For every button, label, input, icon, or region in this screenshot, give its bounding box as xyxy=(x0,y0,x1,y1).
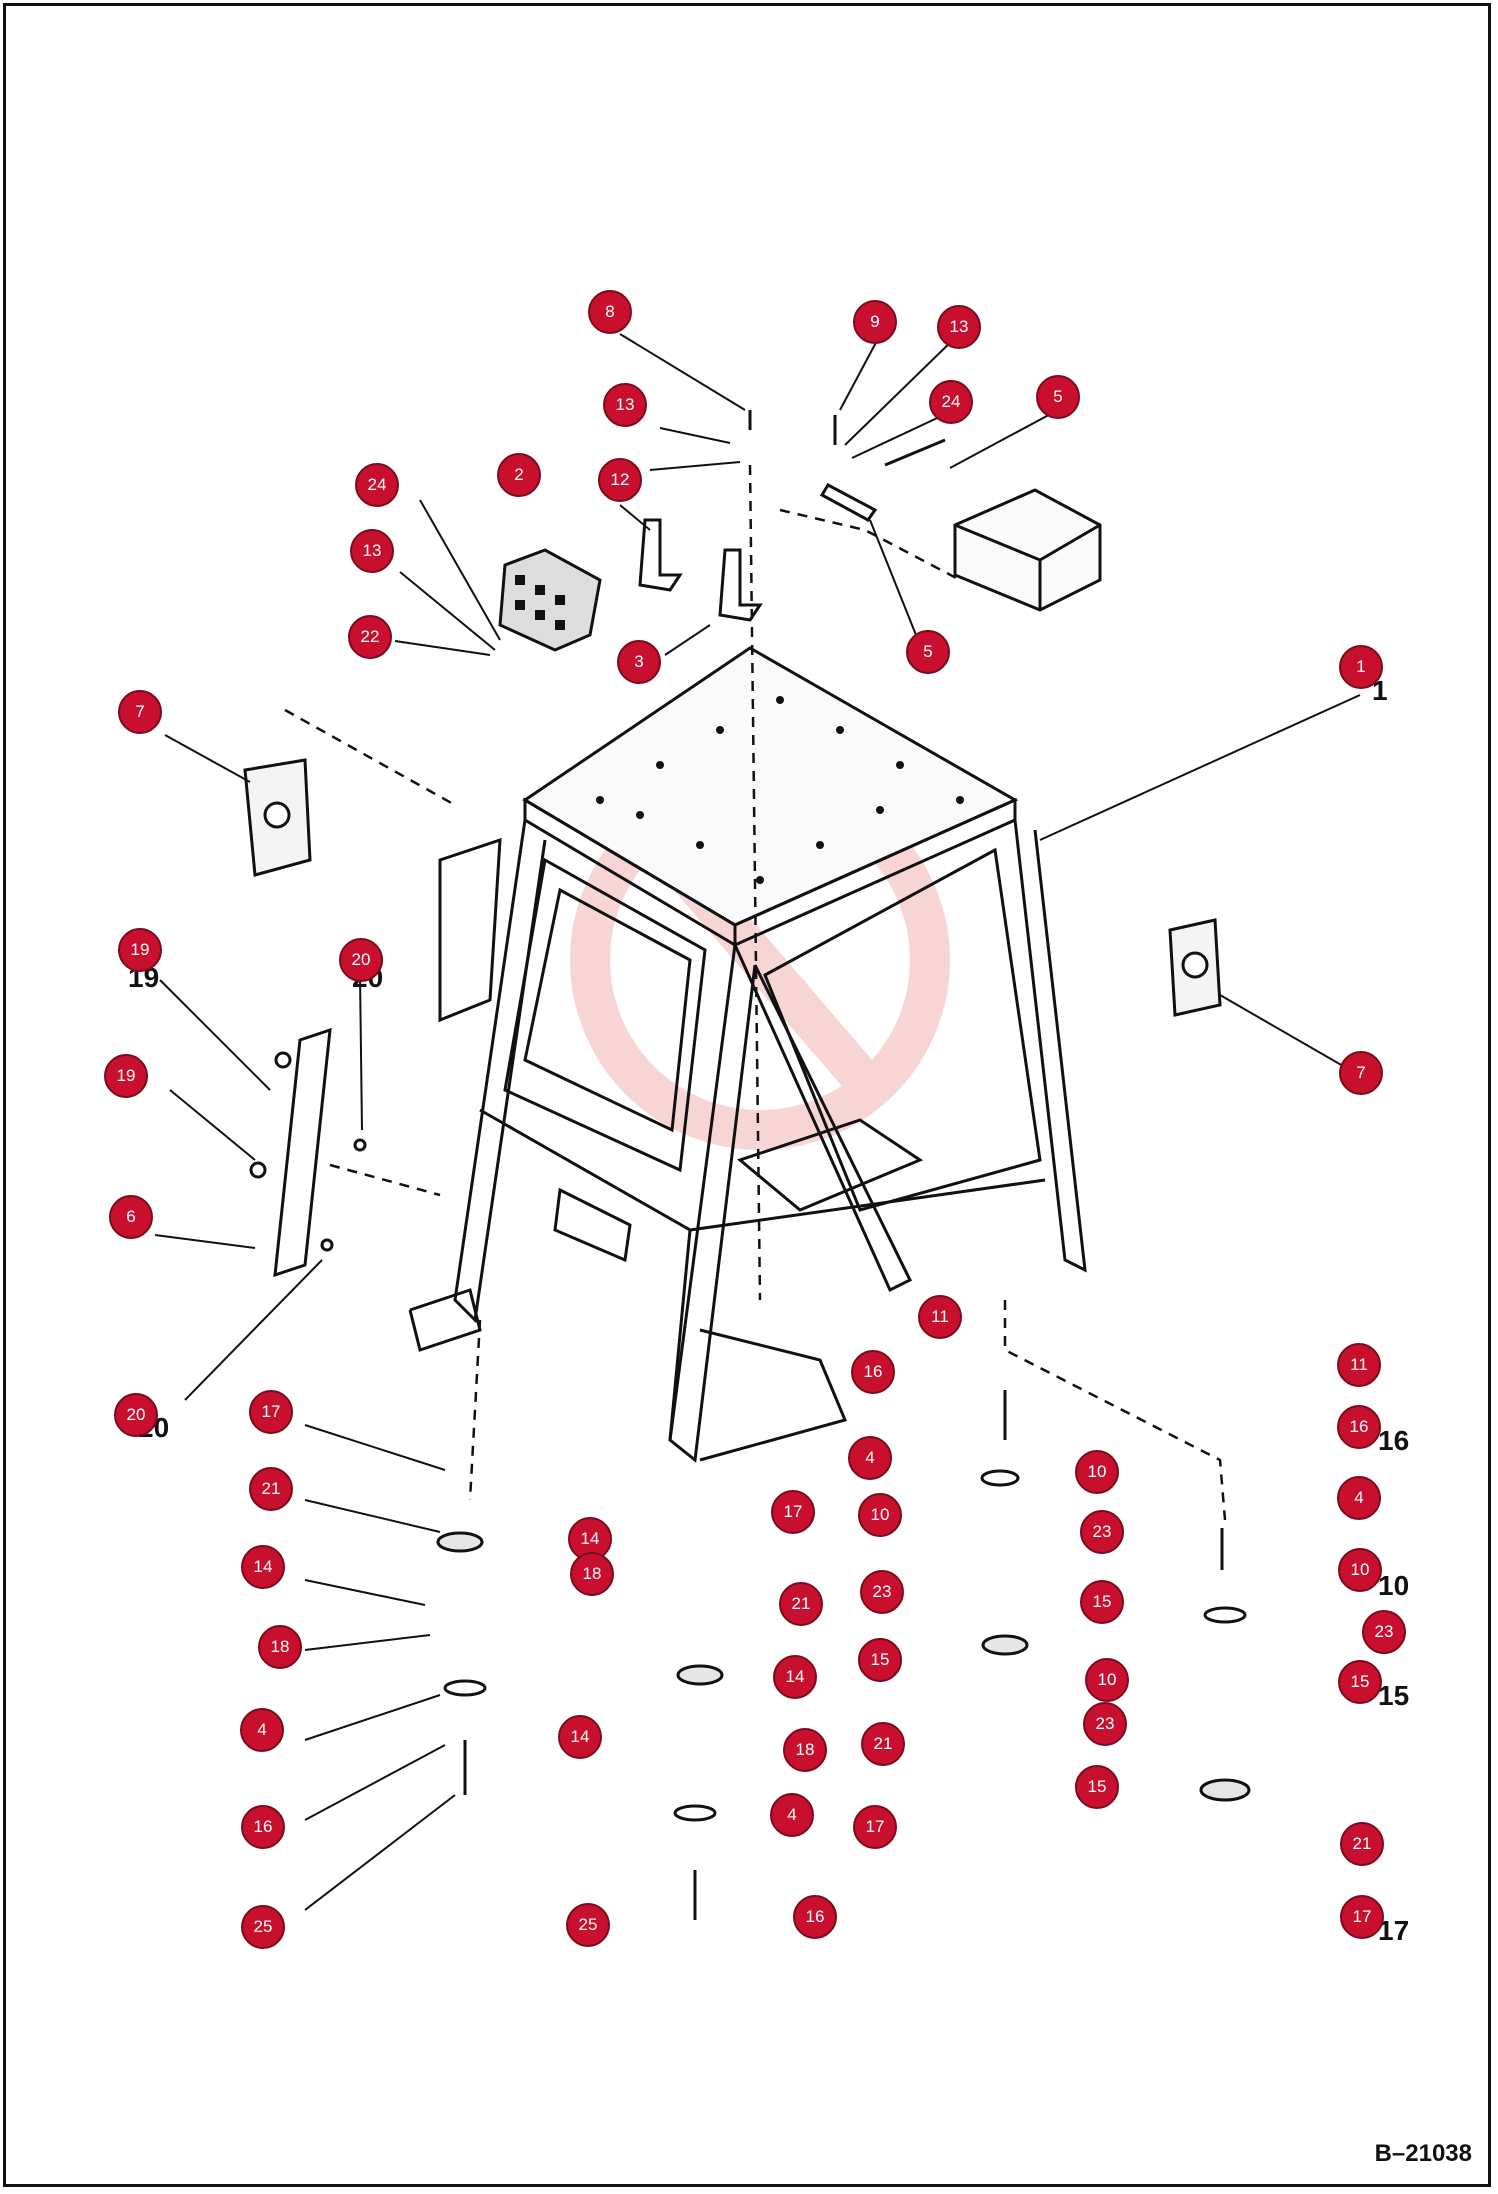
callout-17[interactable]: 17 xyxy=(771,1490,815,1534)
bolts xyxy=(463,410,1224,1920)
callout-17[interactable]: 17 xyxy=(1340,1895,1384,1939)
callout-15[interactable]: 15 xyxy=(1075,1765,1119,1809)
callout-13[interactable]: 13 xyxy=(603,383,647,427)
isolator-mounts xyxy=(436,1469,1251,1822)
dashed-guides xyxy=(284,464,1227,1521)
brackets xyxy=(638,438,946,622)
callout-4[interactable]: 4 xyxy=(240,1708,284,1752)
callout-10[interactable]: 10 xyxy=(858,1493,902,1537)
callout-17[interactable]: 17 xyxy=(853,1805,897,1849)
printed-number: 15 xyxy=(1378,1680,1410,1711)
callout-14[interactable]: 14 xyxy=(773,1655,817,1699)
callout-20[interactable]: 20 xyxy=(114,1393,158,1437)
callout-24[interactable]: 24 xyxy=(929,380,973,424)
callout-23[interactable]: 23 xyxy=(1083,1702,1127,1746)
callout-4[interactable]: 4 xyxy=(1337,1476,1381,1520)
callout-20[interactable]: 20 xyxy=(339,938,383,982)
leader-lines xyxy=(154,333,1361,1911)
callout-13[interactable]: 13 xyxy=(937,305,981,349)
callout-7[interactable]: 7 xyxy=(1339,1051,1383,1095)
callout-15[interactable]: 15 xyxy=(1080,1580,1124,1624)
callout-13[interactable]: 13 xyxy=(350,529,394,573)
callout-5[interactable]: 5 xyxy=(906,630,950,674)
callout-11[interactable]: 11 xyxy=(918,1295,962,1339)
callout-12[interactable]: 12 xyxy=(598,458,642,502)
hinge-bracket xyxy=(249,1027,367,1278)
callout-2[interactable]: 2 xyxy=(497,453,541,497)
callout-19[interactable]: 19 xyxy=(118,928,162,972)
callout-16[interactable]: 16 xyxy=(793,1895,837,1939)
callout-11[interactable]: 11 xyxy=(1337,1343,1381,1387)
callout-14[interactable]: 14 xyxy=(241,1545,285,1589)
callout-25[interactable]: 25 xyxy=(566,1903,610,1947)
callout-23[interactable]: 23 xyxy=(860,1570,904,1614)
callout-25[interactable]: 25 xyxy=(241,1905,285,1949)
callout-22[interactable]: 22 xyxy=(348,615,392,659)
callout-10[interactable]: 10 xyxy=(1338,1548,1382,1592)
callout-10[interactable]: 10 xyxy=(1075,1450,1119,1494)
callout-15[interactable]: 15 xyxy=(858,1638,902,1682)
callout-16[interactable]: 16 xyxy=(851,1350,895,1394)
callout-1[interactable]: 1 xyxy=(1339,645,1383,689)
callout-7[interactable]: 7 xyxy=(118,690,162,734)
drawing-reference: B–21038 xyxy=(1374,2140,1472,2167)
callout-23[interactable]: 23 xyxy=(1362,1610,1406,1654)
battery xyxy=(953,488,1102,612)
callout-4[interactable]: 4 xyxy=(848,1436,892,1480)
callout-24[interactable]: 24 xyxy=(355,463,399,507)
printed-number: 10 xyxy=(1378,1570,1410,1601)
callout-21[interactable]: 21 xyxy=(249,1467,293,1511)
callout-18[interactable]: 18 xyxy=(783,1728,827,1772)
callout-9[interactable]: 9 xyxy=(853,300,897,344)
callout-6[interactable]: 6 xyxy=(109,1195,153,1239)
callout-8[interactable]: 8 xyxy=(588,290,632,334)
callout-21[interactable]: 21 xyxy=(861,1722,905,1766)
callout-18[interactable]: 18 xyxy=(258,1625,302,1669)
callout-21[interactable]: 21 xyxy=(1340,1822,1384,1866)
callout-10[interactable]: 10 xyxy=(1085,1658,1129,1702)
callout-17[interactable]: 17 xyxy=(249,1390,293,1434)
callout-16[interactable]: 16 xyxy=(241,1805,285,1849)
callout-18[interactable]: 18 xyxy=(570,1552,614,1596)
callout-4[interactable]: 4 xyxy=(770,1793,814,1837)
page-frame xyxy=(3,3,1491,2187)
printed-number: 16 xyxy=(1378,1425,1410,1456)
callout-21[interactable]: 21 xyxy=(779,1582,823,1626)
callout-16[interactable]: 16 xyxy=(1337,1405,1381,1449)
cab-frame xyxy=(408,646,1087,1463)
callout-23[interactable]: 23 xyxy=(1080,1510,1124,1554)
callout-5[interactable]: 5 xyxy=(1036,375,1080,419)
callout-3[interactable]: 3 xyxy=(617,640,661,684)
fuse-box xyxy=(498,548,602,652)
callout-14[interactable]: 14 xyxy=(558,1715,602,1759)
side-panel xyxy=(243,758,1222,1017)
callout-15[interactable]: 15 xyxy=(1338,1660,1382,1704)
callout-19[interactable]: 19 xyxy=(104,1054,148,1098)
